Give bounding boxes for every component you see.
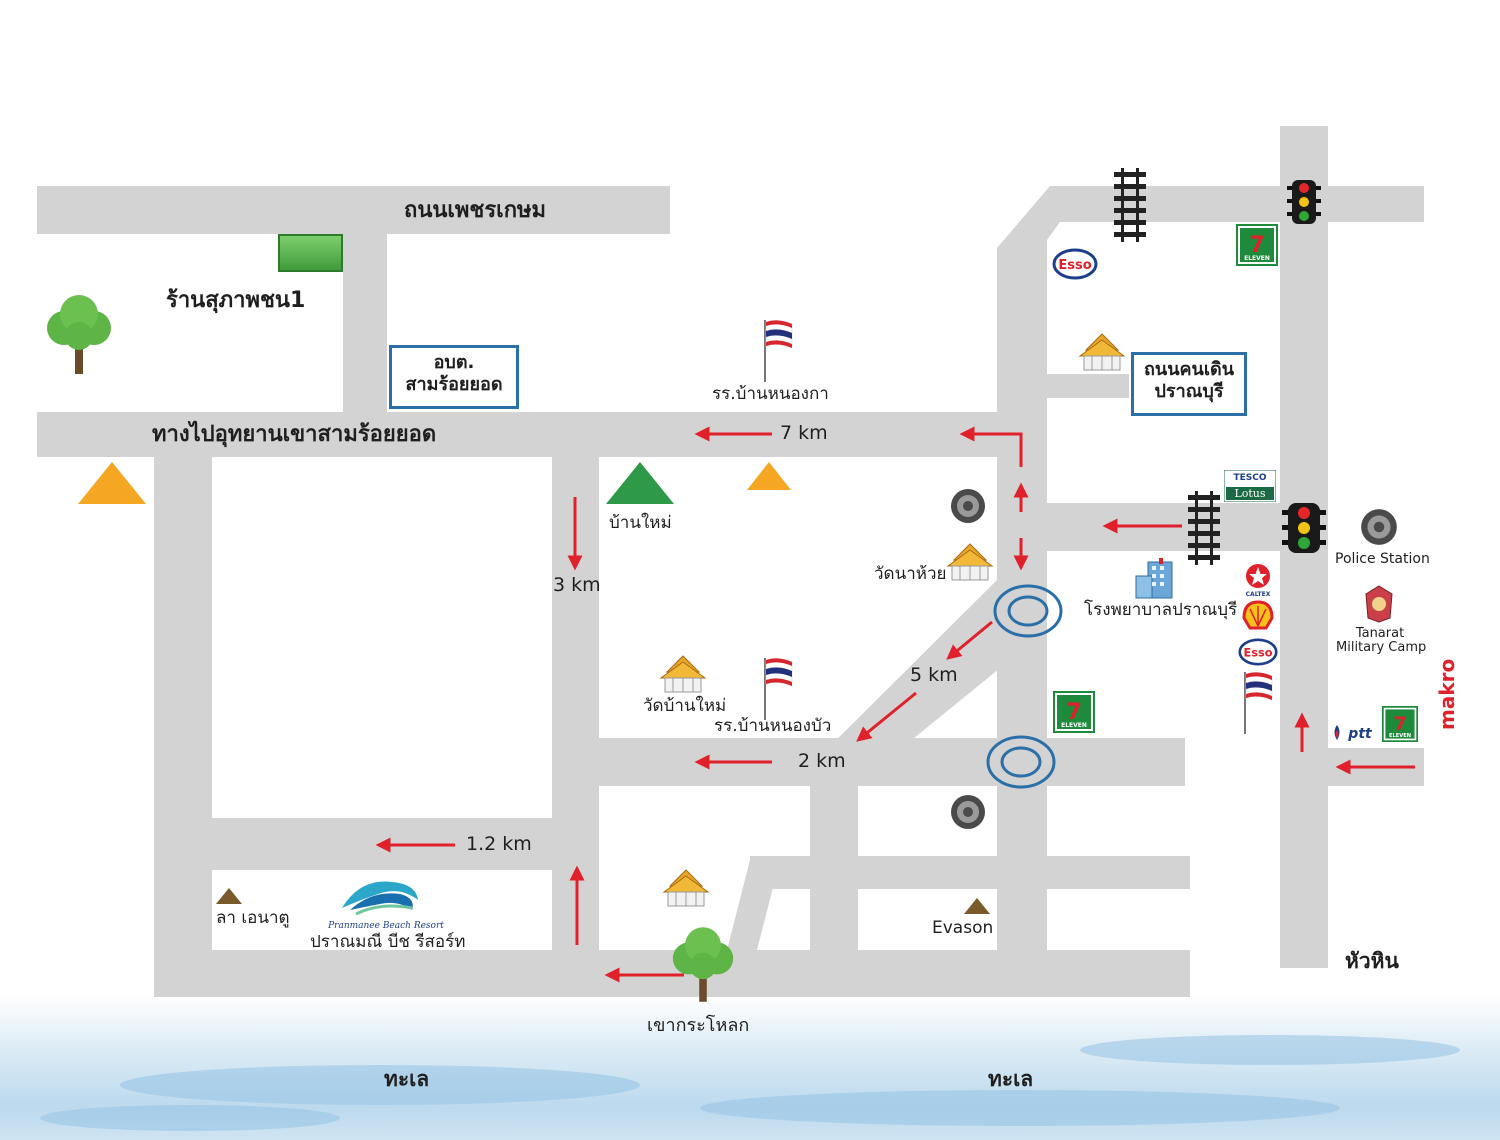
svg-text:ELEVEN: ELEVEN bbox=[1244, 255, 1270, 262]
svg-text:Esso: Esso bbox=[1058, 258, 1091, 273]
temple-icon bbox=[946, 543, 994, 581]
svg-text:TESCO: TESCO bbox=[1233, 473, 1266, 483]
road-phet-kasem bbox=[37, 186, 670, 234]
walking-street-label-line1: ถนนคนเดิน bbox=[1144, 359, 1234, 380]
walking-street-label-line2: ปราณบุรี bbox=[1154, 381, 1224, 402]
obt-sign: อบต. สามร้อยยอด bbox=[389, 345, 519, 409]
road-walking-street bbox=[1047, 374, 1129, 398]
temple-icon bbox=[662, 869, 710, 907]
esso-logo-icon: Esso bbox=[1052, 248, 1098, 280]
thai-flag-icon bbox=[764, 320, 793, 382]
distance-7km: 7 km bbox=[780, 422, 828, 444]
triangle-icon bbox=[964, 898, 990, 914]
svg-text:ptt: ptt bbox=[1347, 726, 1373, 742]
distance-2km: 2 km bbox=[798, 750, 846, 772]
military-emblem-icon bbox=[1365, 585, 1393, 623]
police-emblem-icon bbox=[951, 795, 985, 829]
triangle-icon bbox=[216, 888, 242, 904]
svg-text:7: 7 bbox=[1249, 233, 1264, 258]
road-shop-connector bbox=[343, 234, 387, 412]
roundabout-icon bbox=[993, 584, 1063, 638]
svg-text:CALTEX: CALTEX bbox=[1246, 591, 1271, 598]
la-ena-label: ลา เอนาตู bbox=[216, 908, 290, 928]
makro-logo-icon: makro bbox=[1435, 659, 1459, 730]
svg-text:7: 7 bbox=[1066, 700, 1081, 725]
esso-logo-icon: Esso bbox=[1238, 638, 1278, 666]
police-emblem-icon bbox=[951, 489, 985, 523]
sea-label-right: ทะเล bbox=[988, 1067, 1034, 1091]
caltex-logo-icon: CALTEX bbox=[1246, 564, 1271, 598]
distance-5km: 5 km bbox=[910, 664, 958, 686]
road-left-vertical bbox=[154, 457, 212, 997]
svg-text:7: 7 bbox=[1393, 714, 1406, 735]
railway-icon bbox=[1114, 168, 1146, 242]
svg-text:ELEVEN: ELEVEN bbox=[1389, 733, 1411, 739]
roundabout-icon bbox=[986, 735, 1056, 789]
road-label-phet-kasem: ถนนเพชรเกษม bbox=[404, 198, 547, 223]
wat-ban-mai-label: วัดบ้านใหม่ bbox=[643, 696, 727, 716]
walking-street-sign: ถนนคนเดิน ปราณบุรี bbox=[1131, 352, 1247, 416]
obt-label-line1: อบต. bbox=[433, 352, 475, 373]
school-nongka-label: รร.บ้านหนองกา bbox=[712, 384, 829, 404]
shop-sign-icon bbox=[278, 234, 343, 272]
ptt-logo-icon: ptt bbox=[1334, 725, 1373, 742]
traffic-light-icon bbox=[1282, 503, 1326, 553]
triangle-icon bbox=[606, 462, 674, 504]
temple-icon bbox=[1078, 333, 1126, 371]
shop-label: ร้านสุภาพชน1 bbox=[166, 288, 306, 313]
police-station-label: Police Station bbox=[1335, 551, 1430, 567]
evason-label: Evason bbox=[932, 918, 994, 938]
traffic-light-icon bbox=[1287, 180, 1321, 224]
tesco-lotus-logo-icon: TESCO Lotus bbox=[1224, 470, 1276, 502]
triangle-icon bbox=[747, 462, 791, 490]
arrow bbox=[856, 691, 917, 742]
sea-background bbox=[0, 995, 1500, 1140]
hospital-label: โรงพยาบาลปราณบุรี bbox=[1084, 600, 1238, 620]
tree-icon bbox=[672, 927, 734, 1002]
resort-label: ปราณมณี บีช รีสอร์ท bbox=[310, 932, 466, 952]
svg-text:Pranmanee Beach Resort: Pranmanee Beach Resort bbox=[327, 921, 444, 931]
police-emblem-icon bbox=[1361, 509, 1397, 545]
tree-icon bbox=[47, 295, 111, 374]
svg-text:makro: makro bbox=[1435, 659, 1459, 730]
khao-kalok-label: เขากระโหลก bbox=[647, 1015, 750, 1036]
resort-logo-icon: Pranmanee Beach Resort bbox=[327, 881, 444, 931]
svg-text:ELEVEN: ELEVEN bbox=[1061, 722, 1087, 729]
svg-text:Lotus: Lotus bbox=[1234, 487, 1265, 500]
temple-icon bbox=[659, 655, 707, 693]
military-camp-label-line2: Military Camp bbox=[1336, 640, 1427, 655]
road-lower-horizontal bbox=[750, 856, 1190, 889]
arrow bbox=[946, 620, 993, 660]
road-to-park bbox=[37, 412, 1047, 457]
military-camp-label-line1: Tanarat bbox=[1355, 626, 1405, 641]
road-label-to-park: ทางไปอุทยานเขาสามร้อยยอด bbox=[152, 422, 437, 447]
sea-label-left: ทะเล bbox=[384, 1067, 430, 1091]
hospital-building-icon bbox=[1135, 558, 1173, 599]
road-top-right bbox=[1050, 186, 1424, 222]
thai-flag-icon bbox=[764, 658, 793, 720]
distance-1-2km: 1.2 km bbox=[466, 833, 532, 855]
distance-3km: 3 km bbox=[553, 574, 601, 596]
railway-icon bbox=[1188, 491, 1220, 565]
shell-logo-icon bbox=[1242, 600, 1274, 630]
thai-flag-icon bbox=[1244, 672, 1273, 734]
seven-eleven-logo-icon: 7 ELEVEN bbox=[1053, 691, 1095, 733]
seven-eleven-logo-icon: 7 ELEVEN bbox=[1382, 706, 1418, 742]
triangle-icon bbox=[78, 462, 146, 504]
obt-label-line2: สามร้อยยอด bbox=[405, 374, 503, 395]
wat-na-huai-label: วัดนาห้วย bbox=[874, 564, 947, 584]
hua-hin-label: หัวหิน bbox=[1345, 949, 1399, 973]
arrow bbox=[959, 426, 1023, 467]
svg-text:Esso: Esso bbox=[1244, 646, 1273, 659]
ban-mai-label: บ้านใหม่ bbox=[609, 513, 672, 533]
school-nongbua-label: รร.บ้านหนองบัว bbox=[714, 716, 832, 736]
seven-eleven-logo-icon: 7 ELEVEN bbox=[1236, 224, 1278, 266]
